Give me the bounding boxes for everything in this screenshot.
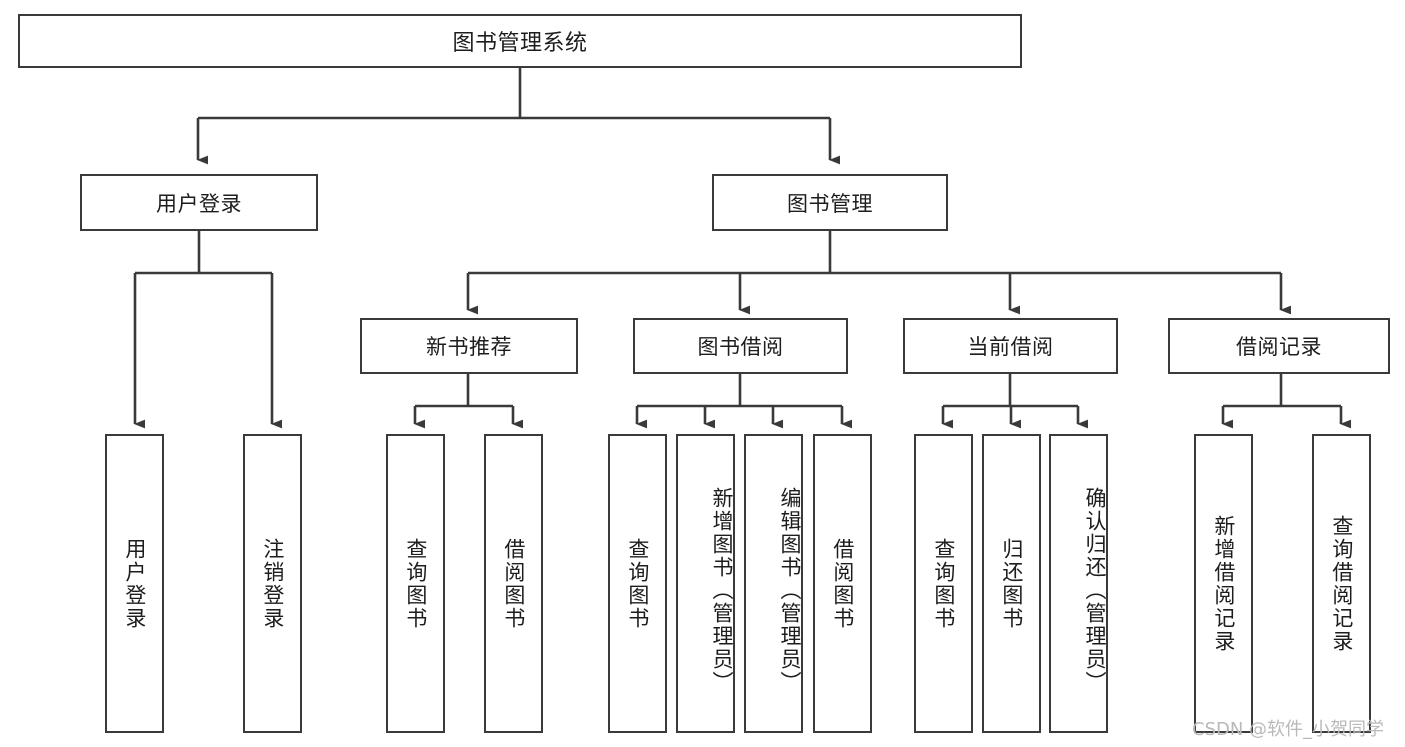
node-root-system[interactable]: 图书管理系统 [18, 14, 1022, 68]
node-current-borrow[interactable]: 当前借阅 [903, 318, 1118, 374]
node-book-management[interactable]: 图书管理 [712, 174, 948, 231]
node-borrow-record[interactable]: 借阅记录 [1168, 318, 1390, 374]
node-user-login[interactable]: 用户登录 [80, 174, 318, 231]
leaf-label: 借阅图书 [830, 537, 855, 630]
leaf-label: 新增借阅记录 [1211, 514, 1236, 653]
leaf-label: 新增图书（管理员） [710, 487, 734, 694]
leaf-label: 查询图书 [403, 537, 428, 630]
leaf-label: 归还图书 [999, 537, 1024, 630]
leaf-label: 编辑图书（管理员） [778, 487, 802, 694]
leaf-record-query-record[interactable]: 查询借阅记录 [1312, 434, 1371, 733]
node-book-borrow[interactable]: 图书借阅 [633, 318, 848, 374]
leaf-current-query-book[interactable]: 查询图书 [914, 434, 973, 733]
leaf-label: 查询借阅记录 [1329, 514, 1354, 653]
leaf-borrow-add-book-admin[interactable]: 新增图书（管理员） [676, 434, 735, 733]
leaf-label: 查询图书 [931, 537, 956, 630]
leaf-borrow-query-book[interactable]: 查询图书 [608, 434, 667, 733]
leaf-current-confirm-return-admin[interactable]: 确认归还（管理员） [1049, 434, 1108, 733]
node-new-book-recommend[interactable]: 新书推荐 [360, 318, 578, 374]
leaf-label: 用户登录 [122, 537, 147, 630]
leaf-recommend-query-book[interactable]: 查询图书 [386, 434, 445, 733]
leaf-borrow-borrow-book[interactable]: 借阅图书 [813, 434, 872, 733]
leaf-label: 注销登录 [260, 537, 285, 630]
leaf-recommend-borrow-book[interactable]: 借阅图书 [484, 434, 543, 733]
leaf-borrow-edit-book-admin[interactable]: 编辑图书（管理员） [744, 434, 803, 733]
leaf-current-return-book[interactable]: 归还图书 [982, 434, 1041, 733]
csdn-watermark: CSDN @软件_小贺同学 [1192, 719, 1385, 740]
leaf-user-login-logout[interactable]: 注销登录 [243, 434, 302, 733]
leaf-label: 借阅图书 [501, 537, 526, 630]
leaf-record-add-record[interactable]: 新增借阅记录 [1194, 434, 1253, 733]
leaf-label: 查询图书 [625, 537, 650, 630]
leaf-user-login-login[interactable]: 用户登录 [105, 434, 164, 733]
leaf-label: 确认归还（管理员） [1083, 487, 1107, 694]
